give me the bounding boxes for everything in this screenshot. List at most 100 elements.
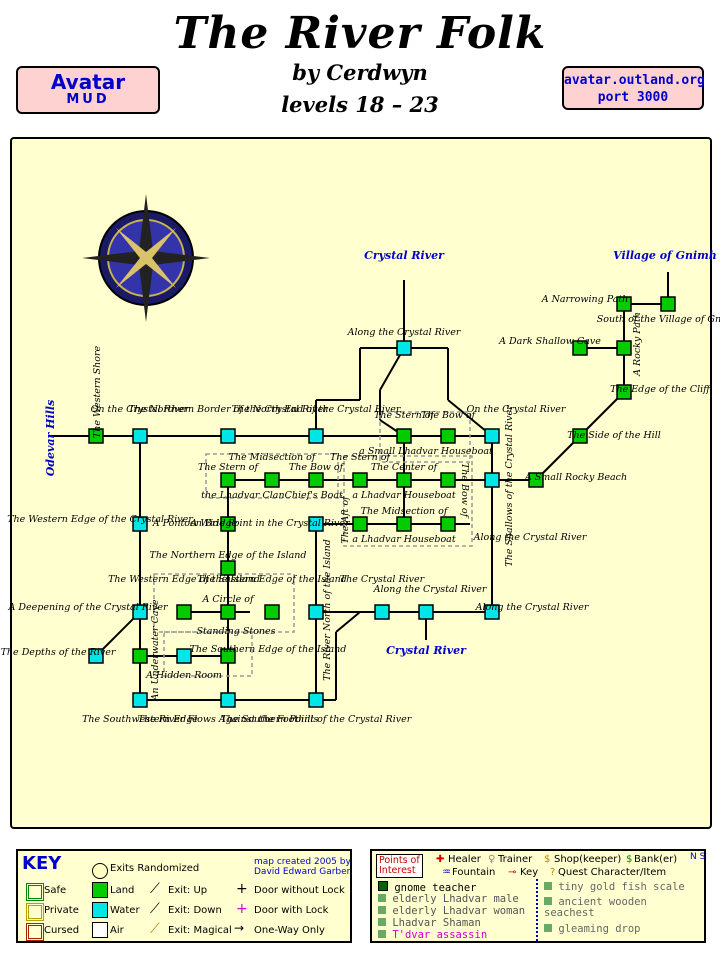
key-air: Air <box>110 925 124 936</box>
poi-marker-icon <box>378 906 386 914</box>
compass-rose-icon <box>82 194 210 322</box>
key-one-way: One-Way Only <box>254 925 325 936</box>
room-label-stern-h: The Stern of <box>330 452 391 463</box>
banner-left-line1: Avatar <box>50 70 126 94</box>
poi-bank: Bank(er) <box>634 854 678 865</box>
quest-icon: ? <box>550 867 556 878</box>
room-label-eastern-edge-island: The Eastern Edge of the Island <box>197 574 347 585</box>
room-label-south-village: South of the Village of Gnimh <box>597 314 720 325</box>
room-label-side-hill: The Side of the Hill <box>567 430 661 441</box>
room-aft <box>352 516 368 532</box>
room-label-on-crystal-river-e: On the Crystal River <box>467 404 567 415</box>
room-center-h <box>396 472 412 488</box>
poi-key: Key <box>520 867 539 878</box>
safe-swatch-icon <box>26 883 44 901</box>
cursed-swatch-icon <box>26 923 44 941</box>
poi-item-label: Lhadvar Shaman <box>392 917 481 929</box>
room-label-pontoon: A Pontoon Bridge <box>152 518 238 529</box>
avatar-mud-banner: Avatar MUD <box>16 66 160 114</box>
room-southern-point <box>308 692 324 708</box>
poi-assassin: T'dvar assassin <box>378 929 487 941</box>
air-swatch-icon <box>92 922 108 938</box>
room-pontoon <box>220 516 236 532</box>
poi-marker-icon <box>544 897 552 905</box>
label-odevar-hills: Odevar Hills <box>44 400 57 477</box>
room-western-shore <box>88 428 104 444</box>
room-label-river-flows: The River Flows Against the Foothills <box>138 714 319 725</box>
room-river-flows <box>220 692 236 708</box>
room-side-hill <box>572 428 588 444</box>
poi-marker-icon <box>378 930 386 938</box>
key-door-lock: Door with Lock <box>254 905 329 916</box>
poi-marker-icon <box>378 918 386 926</box>
door-lock-icon: + <box>236 901 248 917</box>
trainer-icon: ♀ <box>488 854 496 865</box>
room-label-western-edge-island: The Western Edge of the Island <box>108 574 260 585</box>
room-label-midsection-h: The Midsection of <box>361 506 449 517</box>
key-safe: Safe <box>44 885 67 896</box>
room-northern-edge-island <box>220 560 236 576</box>
room-label-lhadvar-houseboat: a Lhadvar Houseboat <box>352 490 456 501</box>
room-label-along-crystal-se: Along the Crystal River <box>475 602 590 613</box>
poi-gleaming-drop: gleaming drop <box>544 923 641 935</box>
key-water: Water <box>110 905 140 916</box>
room-label-stern-small: The Stern of <box>374 410 435 421</box>
key-exit-up: Exit: Up <box>168 885 208 896</box>
room-bow-h <box>440 472 456 488</box>
poi-gold-fish-scale: tiny gold fish scale <box>544 881 685 893</box>
room-narrowing-path <box>616 296 632 312</box>
room-bow-h2 <box>440 516 456 532</box>
key-land: Land <box>110 885 135 896</box>
room-river-north-island <box>308 604 324 620</box>
healer-icon: ✚ <box>436 854 445 865</box>
room-label-northern-edge-island: The Northern Edge of the Island <box>149 550 306 561</box>
room-label-along-crystal-river: Along the Crystal River <box>347 327 462 338</box>
room-label-bow-h: The Bow of <box>459 463 470 519</box>
room-deepening <box>132 604 148 620</box>
exit-magical-icon: ⟋ <box>150 921 160 937</box>
room-southern-edge-island <box>220 648 236 664</box>
room-label-depths: The Depths of the River <box>1 647 117 658</box>
room-label-rocky-beach: A Small Rocky Beach <box>524 472 627 483</box>
poi-marker-icon <box>544 924 552 932</box>
room-midsection-clan <box>264 472 280 488</box>
room-label-southern-edge-island: The Southern Edge of the Island <box>190 644 347 655</box>
poi-item-label: T'dvar assassin <box>392 929 488 941</box>
room-label-aft: The Aft of <box>340 495 351 544</box>
door-no-lock-icon: + <box>236 881 248 897</box>
room-rocky-path <box>616 340 632 356</box>
room-label-dark-cave: A Dark Shallow Cave <box>498 336 601 347</box>
poi-seachest: ancient wooden seachest <box>544 897 694 919</box>
key-credit-1: map created 2005 by <box>254 857 351 867</box>
poi-item-label: ancient wooden seachest <box>544 896 647 919</box>
room-label-rocky-path: A Rocky Path <box>632 312 643 377</box>
bank-icon: $ <box>626 854 633 865</box>
room-label-along-crystal-e: Along the Crystal River <box>473 532 588 543</box>
room-label-western-shore: The Western Shore <box>92 346 103 439</box>
room-on-crystal-river-w <box>132 428 148 444</box>
room-bow-small <box>440 428 456 444</box>
poi-trainer: Trainer <box>498 854 533 865</box>
map-key: KEY Exits Randomized map created 2005 by… <box>16 849 352 943</box>
room-label-wide-point: A Wide Point in the Crystal River <box>189 518 350 529</box>
room-hidden-room <box>176 648 192 664</box>
poi-item-label: gnome teacher <box>394 882 477 894</box>
key-icon: ⊸ <box>508 867 517 878</box>
room-label-crystal-river-room: The Crystal River <box>340 574 426 585</box>
room-label-on-crystal-river-w: On the Crystal River <box>91 404 191 415</box>
room-label-edge-cliff: The Edge of the Cliff <box>610 384 712 395</box>
shop-icon: $ <box>544 854 551 865</box>
poi-shop: Shop(keeper) <box>554 854 622 865</box>
poi-marker-icon <box>378 894 386 902</box>
banner-right-line1: avatar.outland.org <box>564 73 705 88</box>
exit-up-icon: ⟋ <box>150 881 160 897</box>
poi-marker-icon <box>544 882 552 890</box>
room-northern-border <box>220 428 236 444</box>
poi-title-line1: Points of <box>379 855 420 866</box>
poi-fountain: Fountain <box>452 867 496 878</box>
label-village-gnimh: Village of Gnimh <box>613 249 717 262</box>
level-range: levels 18 – 23 <box>281 92 439 117</box>
key-title: KEY <box>22 853 62 874</box>
room-western-edge <box>132 516 148 532</box>
